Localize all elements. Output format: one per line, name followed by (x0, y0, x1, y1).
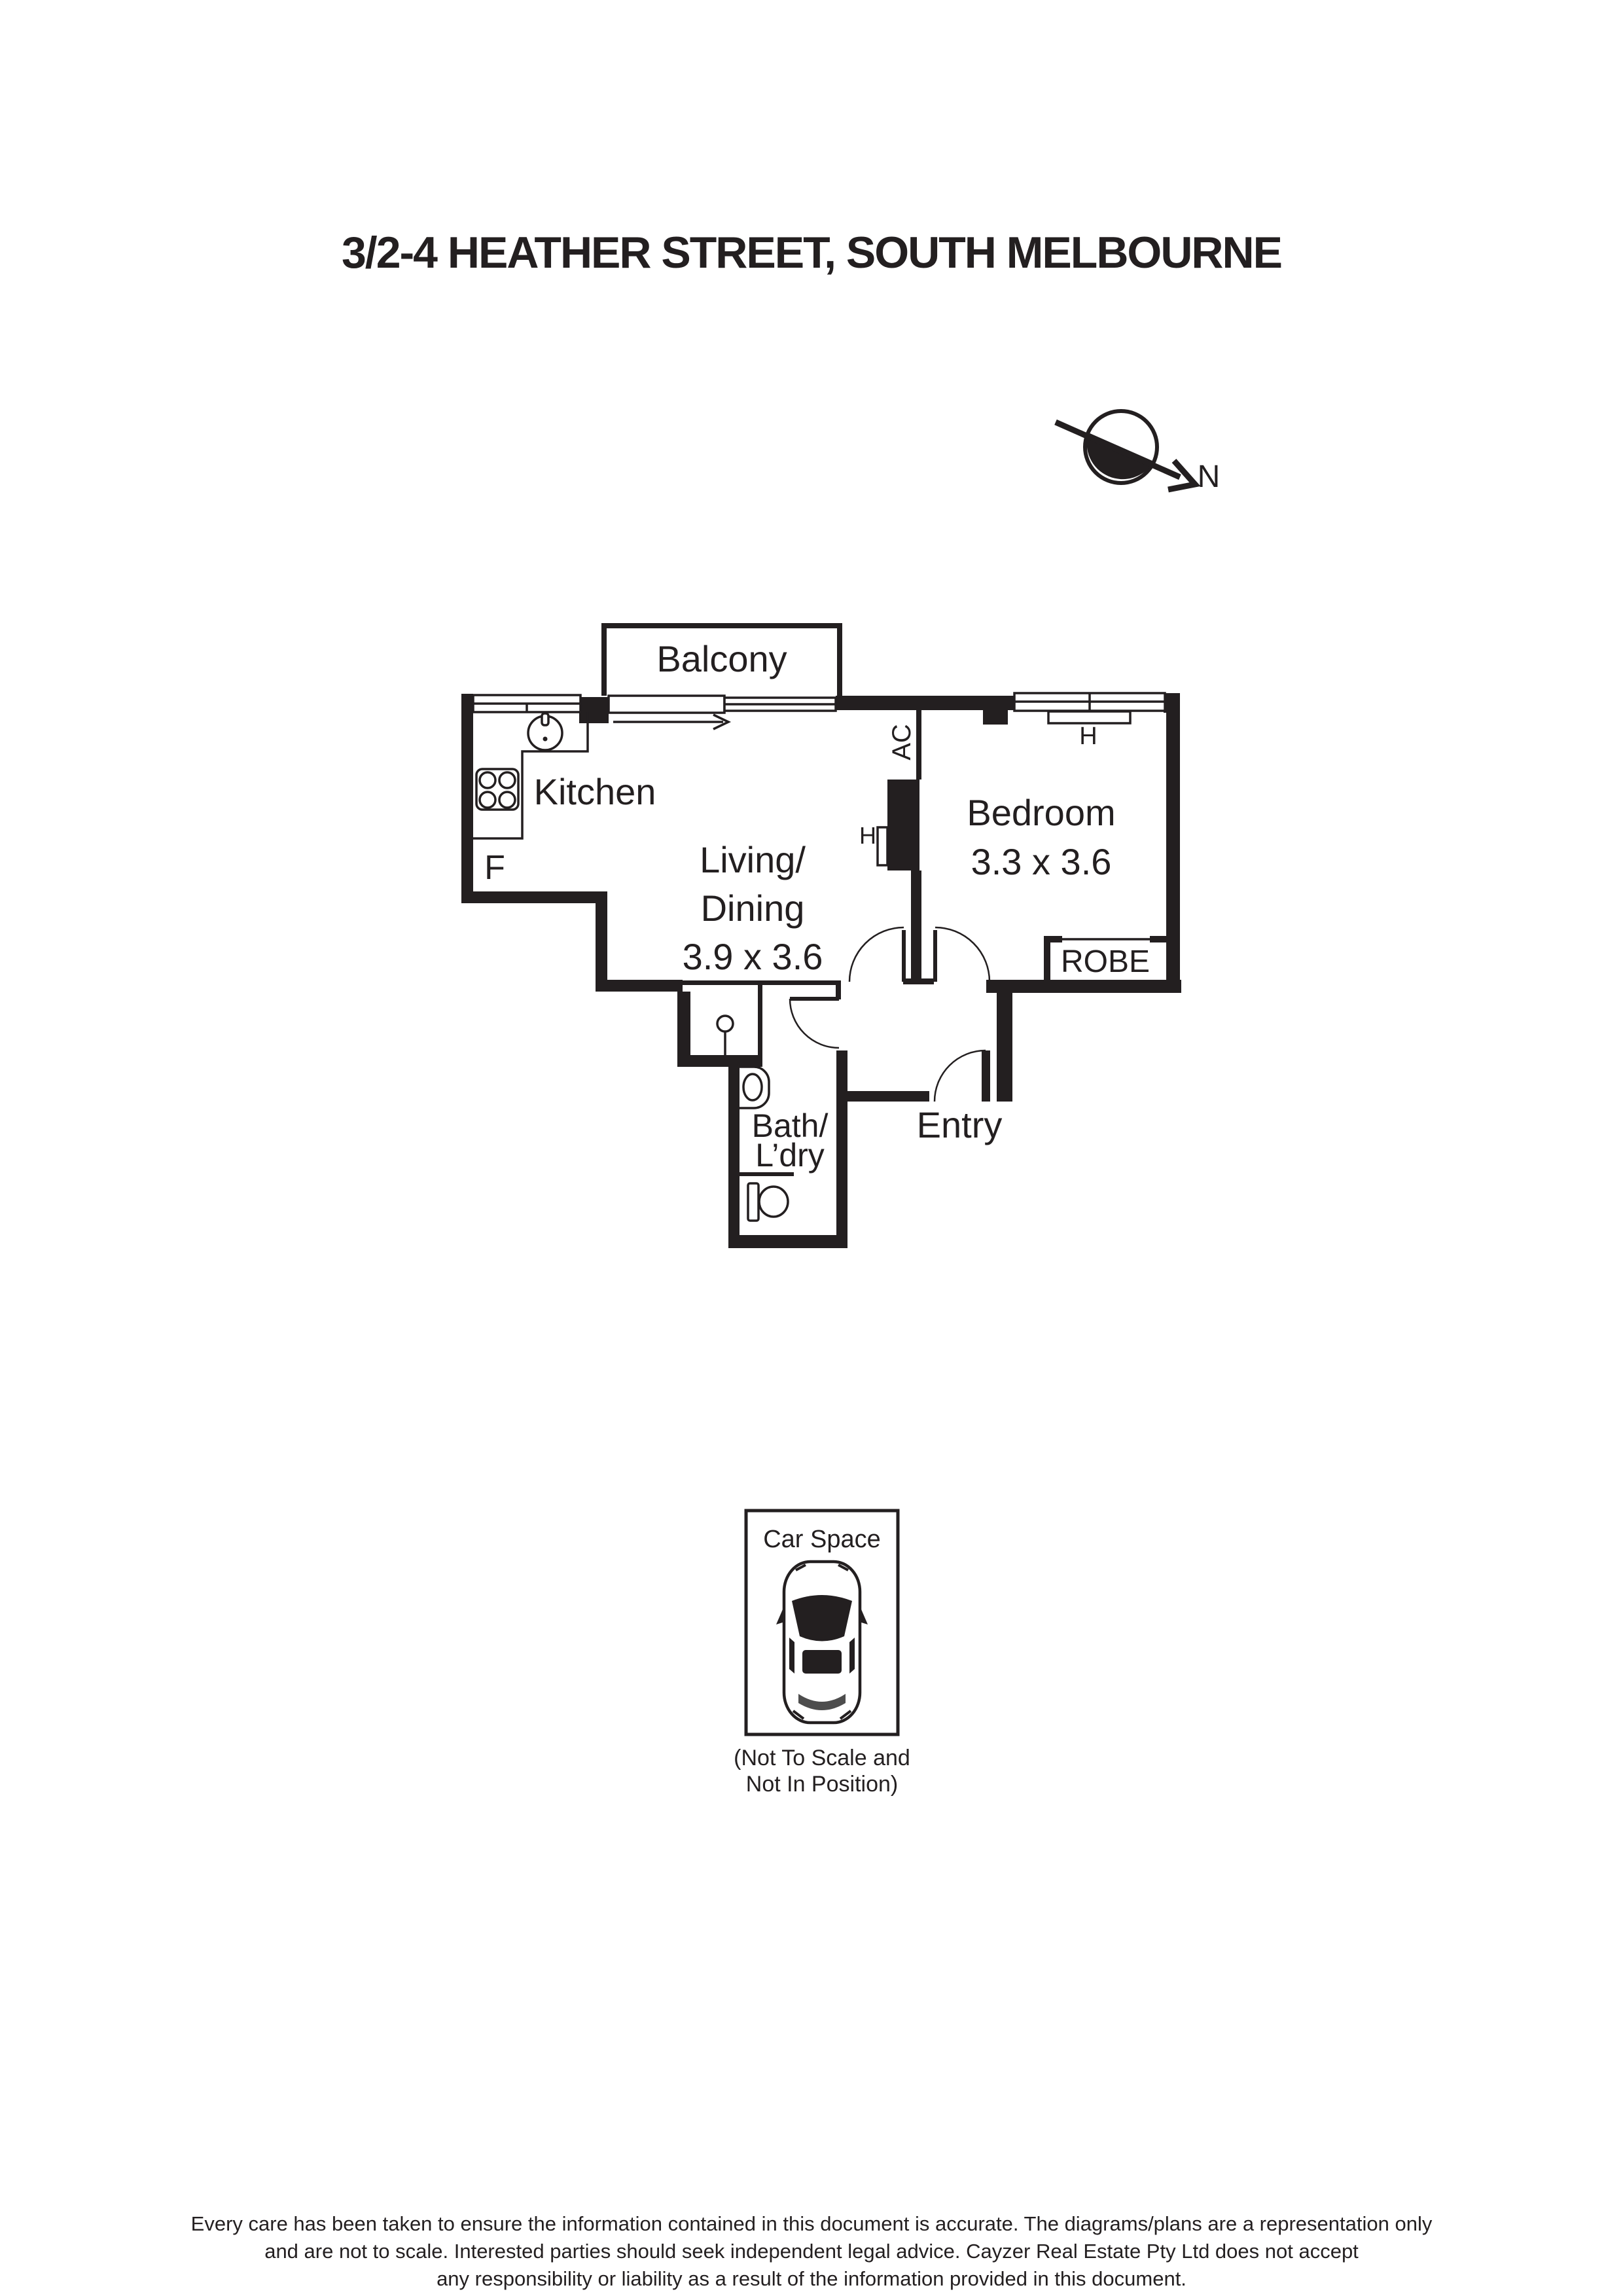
living-dimensions: 3.9 x 3.6 (682, 936, 823, 977)
fridge-label: F (484, 849, 505, 887)
bedroom-heater-label: H (1079, 723, 1097, 750)
living-label-line2: Dining (700, 888, 805, 929)
kitchen-label: Kitchen (533, 771, 656, 812)
sink-icon (527, 712, 563, 751)
balcony-outline (601, 623, 842, 696)
door-arcs (789, 926, 991, 1102)
car-space-note-line1: (Not To Scale and (734, 1746, 910, 1770)
walls (461, 693, 1181, 1248)
car-icon (776, 1560, 868, 1725)
north-arrow-icon (1054, 409, 1201, 493)
car-space-label: Car Space (763, 1526, 881, 1553)
page-title: 3/2-4 HEATHER STREET, SOUTH MELBOURNE (341, 228, 1283, 278)
bathroom-fixtures (716, 1014, 794, 1222)
disclaimer-line2: and are not to scale. Interested parties… (264, 2240, 1359, 2263)
kitchen-fixtures (471, 712, 589, 840)
ac-label: AC (887, 724, 916, 761)
north-label: N (1197, 459, 1221, 494)
balcony-label: Balcony (656, 638, 787, 679)
toilet-icon (747, 1182, 789, 1222)
entry-label: Entry (916, 1104, 1003, 1145)
bedroom-dimensions: 3.3 x 3.6 (971, 841, 1112, 882)
balcony-sliding-door (607, 694, 837, 730)
slide-direction-arrow-icon (613, 713, 732, 730)
windows (472, 692, 1166, 867)
disclaimer-line3: any responsibility or liability as a res… (437, 2267, 1186, 2290)
robe-label: ROBE (1060, 944, 1150, 979)
living-heater-label: H (859, 822, 876, 849)
bath-label-line2: L’dry (755, 1137, 825, 1174)
car-space-note-line2: Not In Position) (745, 1772, 899, 1797)
kitchen-counter-line (471, 712, 589, 840)
bedroom-label: Bedroom (967, 792, 1116, 833)
basin-icon (740, 1066, 770, 1109)
car-space-box (744, 1509, 900, 1736)
living-label-line1: Living/ (700, 839, 806, 880)
shower-icon (716, 1014, 734, 1056)
disclaimer-line1: Every care has been taken to ensure the … (190, 2212, 1433, 2235)
floor-plan (461, 623, 1181, 1248)
bath-label-line1: Bath/ (751, 1107, 829, 1144)
cooktop-icon (475, 768, 520, 811)
